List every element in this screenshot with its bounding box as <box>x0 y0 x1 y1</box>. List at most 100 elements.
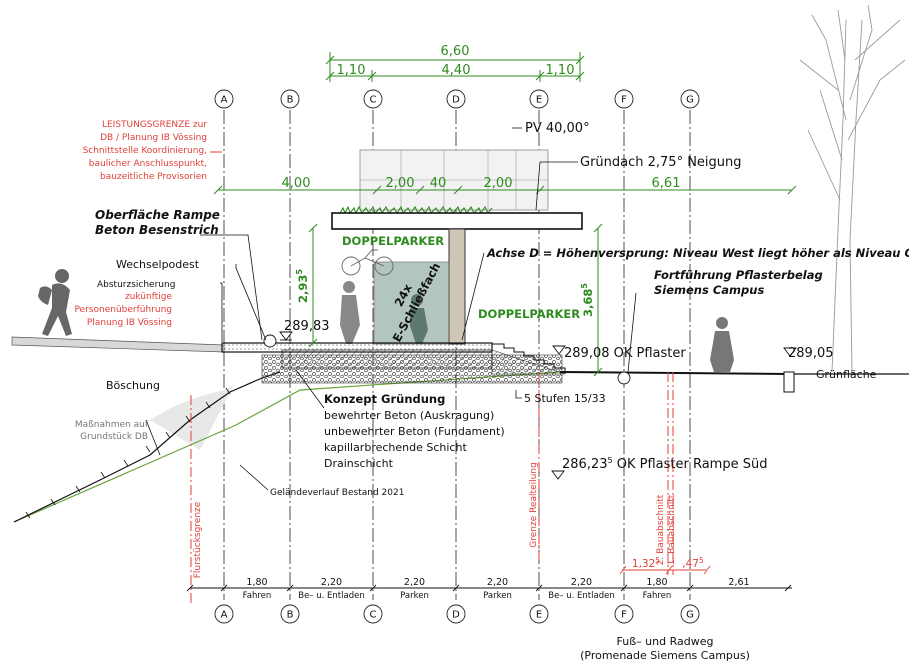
person-right <box>710 317 734 372</box>
bike-sketch <box>341 249 394 276</box>
svg-text:Grenze Realteilung: Grenze Realteilung <box>529 462 539 547</box>
axis-label-A: A <box>221 610 228 621</box>
level-289-05: 289,05 <box>788 346 834 361</box>
svg-text:1. Bauabschnitt: 1. Bauabschnitt <box>667 494 677 565</box>
red-dim-2: ,475 <box>682 556 704 570</box>
axis-bubble-B-bottom <box>280 604 300 624</box>
konzept-line3: kapillarbrechende Schicht <box>324 441 467 454</box>
zukuenftige-line2: Personenüberführung <box>74 305 172 315</box>
bottom-dim-label: Be– u. Entladen <box>298 591 364 601</box>
axis-label-D: D <box>452 610 460 621</box>
leader-lines <box>145 127 637 491</box>
bottom-dim-label: Parken <box>400 591 429 601</box>
svg-text:bauzeitliche Provisorien: bauzeitliche Provisorien <box>100 172 207 182</box>
bottom-dim-value: 2,20 <box>487 577 508 588</box>
bottom-dim-value: 2,20 <box>571 577 592 588</box>
bottom-dim-value: 2,61 <box>728 577 749 588</box>
doppelparker-label-2: DOPPELPARKER <box>478 307 580 321</box>
gelaende-label: Geländeverlauf Bestand 2021 <box>270 488 404 498</box>
axis-bubble-D-top <box>446 89 466 109</box>
doppelparker-label-1: DOPPELPARKER <box>342 234 444 248</box>
bottom-title-line2: (Promenade Siemens Campus) <box>580 649 750 662</box>
svg-text:Schnittstelle Koordinierung,: Schnittstelle Koordinierung, <box>83 146 207 156</box>
bottom-dim-value: 1,80 <box>646 577 667 588</box>
roof-slab <box>331 212 583 230</box>
bottom-dim-value: 1,80 <box>246 577 267 588</box>
bottom-dim-label: Parken <box>483 591 512 601</box>
height-dim-1: 2,935 <box>295 269 310 303</box>
axis-label-B: B <box>287 610 294 621</box>
bottom-dim-value: 2,20 <box>321 577 342 588</box>
dim-right: 1,10 <box>546 63 575 78</box>
flurstueck-label: Flurstücksgrenze <box>193 501 203 578</box>
green-roof-label: Gründach 2,75° Neigung <box>580 155 742 170</box>
oberflaeche-line1: Oberfläche Rampe <box>95 208 220 222</box>
axis-bubble-A-top <box>214 89 234 109</box>
bottom-title-line1: Fuß– und Radweg <box>617 635 714 648</box>
axis-label-G: G <box>686 610 694 621</box>
foundation <box>221 342 566 384</box>
axis-label-C: C <box>370 610 377 621</box>
dim-left: 1,10 <box>337 63 366 78</box>
absturz-label: Absturzsicherung <box>97 280 175 290</box>
axis-label-C: C <box>370 95 377 106</box>
axis-bubble-B-top <box>280 89 300 109</box>
red-boundary-lines <box>190 372 674 605</box>
level-289-83: 289,83 <box>284 319 330 334</box>
konzept-line2: unbewehrter Beton (Fundament) <box>324 425 505 438</box>
axis-bubble-G-top <box>680 89 700 109</box>
level-289-08: 289,08 OK Pflaster <box>564 346 686 361</box>
konzept-line4: Drainschicht <box>324 457 394 470</box>
axis-bubble-D-bottom <box>446 604 466 624</box>
pavement-line <box>559 371 789 375</box>
dim-total: 6,60 <box>441 44 470 59</box>
level-286-23: 286,235 OK Pflaster Rampe Süd <box>562 456 767 472</box>
fortfuehrung-line1: Fortführung Pflasterbelag <box>654 268 823 282</box>
svg-text:baulicher Anschlusspunkt,: baulicher Anschlusspunkt, <box>89 159 207 169</box>
height-dimensions <box>308 223 603 377</box>
axis-label-F: F <box>621 95 627 106</box>
zukuenftige-line3: Planung IB Vössing <box>87 318 172 328</box>
axis-bubble-C-bottom <box>363 604 383 624</box>
leistungsgrenze-text: LEISTUNGSGRENZE zur DB / Planung IB Vöss… <box>83 120 208 182</box>
svg-text:2,935: 2,935 <box>295 269 310 303</box>
pv-label: PV 40,00° <box>525 121 590 136</box>
row-dim-1: 4,00 <box>282 176 311 191</box>
axis-bubble-F-bottom <box>614 604 634 624</box>
pv-panel <box>359 149 549 211</box>
axis-bubble-G-bottom <box>680 604 700 624</box>
bottom-dim-label: Fahren <box>243 591 272 601</box>
fortfuehrung-line2: Siemens Campus <box>654 283 764 297</box>
row-dim-4: 2,00 <box>484 176 513 191</box>
bauabschnitt-label: 2. Bauabschnitt 1. Bauabschnitt <box>656 494 677 565</box>
red-dimensions <box>619 565 711 575</box>
axis-label-F: F <box>621 610 627 621</box>
axis-label-E: E <box>536 610 542 621</box>
bottom-dim-value: 2,20 <box>404 577 425 588</box>
massnahmen-line1: Maßnahmen auf <box>75 420 149 430</box>
axis-bubble-A-bottom <box>214 604 234 624</box>
svg-text:DB / Planung IB Vössing: DB / Planung IB Vössing <box>100 133 207 143</box>
konzept-line1: bewehrter Beton (Auskragung) <box>324 409 494 422</box>
stufen-label: 5 Stufen 15/33 <box>524 392 606 405</box>
height-dim-2: 3,685 <box>580 283 595 317</box>
konzept-title: Konzept Gründung <box>324 392 445 406</box>
axis-bubble-E-bottom <box>529 604 549 624</box>
svg-text:Flurstücksgrenze: Flurstücksgrenze <box>193 501 203 578</box>
svg-text:LEISTUNGSGRENZE zur: LEISTUNGSGRENZE zur <box>102 120 207 130</box>
wechselpodest-label: Wechselpodest <box>116 258 200 271</box>
boeschung-label: Böschung <box>106 379 160 392</box>
row-dim-5: 6,61 <box>652 176 681 191</box>
level-markers <box>263 331 797 480</box>
dim-middle: 4,40 <box>442 63 471 78</box>
gruenflaeche-label: Grünfläche <box>816 368 877 381</box>
red-dim-1: 1,325 <box>632 556 660 570</box>
axis-bubble-C-top <box>363 89 383 109</box>
axis-label-D: D <box>452 95 460 106</box>
axis-label-G: G <box>686 95 694 106</box>
svg-text:2. Bauabschnitt: 2. Bauabschnitt <box>656 494 666 565</box>
axis-bubble-E-top <box>529 89 549 109</box>
